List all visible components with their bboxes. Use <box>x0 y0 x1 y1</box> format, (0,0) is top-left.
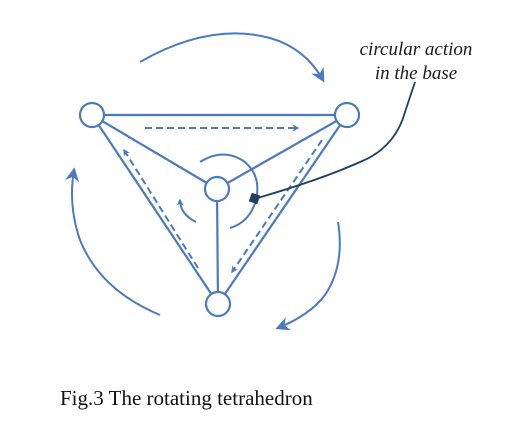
center-rotation <box>176 153 259 229</box>
annotation-leader-line <box>253 81 416 200</box>
base-circulation-arrows <box>123 124 323 274</box>
outer-arrow-right <box>275 221 341 331</box>
outer-arrow-top <box>139 32 325 83</box>
figure-caption: Fig.3 The rotating tetrahedron <box>60 386 313 410</box>
vertex-center <box>203 175 231 203</box>
vertex-right <box>333 101 361 129</box>
edge-center-left <box>91 114 218 190</box>
tetrahedron-vertices <box>78 101 361 318</box>
annotation-line-1: circular action <box>359 39 473 60</box>
outer-rotation-arrows <box>65 32 341 331</box>
tetrahedron-edges <box>91 113 348 305</box>
center-rotation-large-arc <box>199 153 259 229</box>
edge-center-bottom <box>215 188 220 305</box>
dashed-arrow-left <box>123 148 199 269</box>
edge-right-bottom <box>217 114 348 305</box>
annotation-label: circular action in the base <box>336 38 496 86</box>
annotation-pointer-marker <box>248 192 261 205</box>
dashed-arrow-right <box>231 139 323 274</box>
outer-arrow-left <box>65 167 161 316</box>
vertex-left <box>78 101 106 129</box>
vertex-bottom <box>204 290 232 318</box>
edge-center-right <box>216 114 348 190</box>
annotation-line-2: in the base <box>374 63 458 84</box>
center-rotation-small-arc <box>176 198 197 223</box>
edge-left-bottom <box>91 114 219 305</box>
